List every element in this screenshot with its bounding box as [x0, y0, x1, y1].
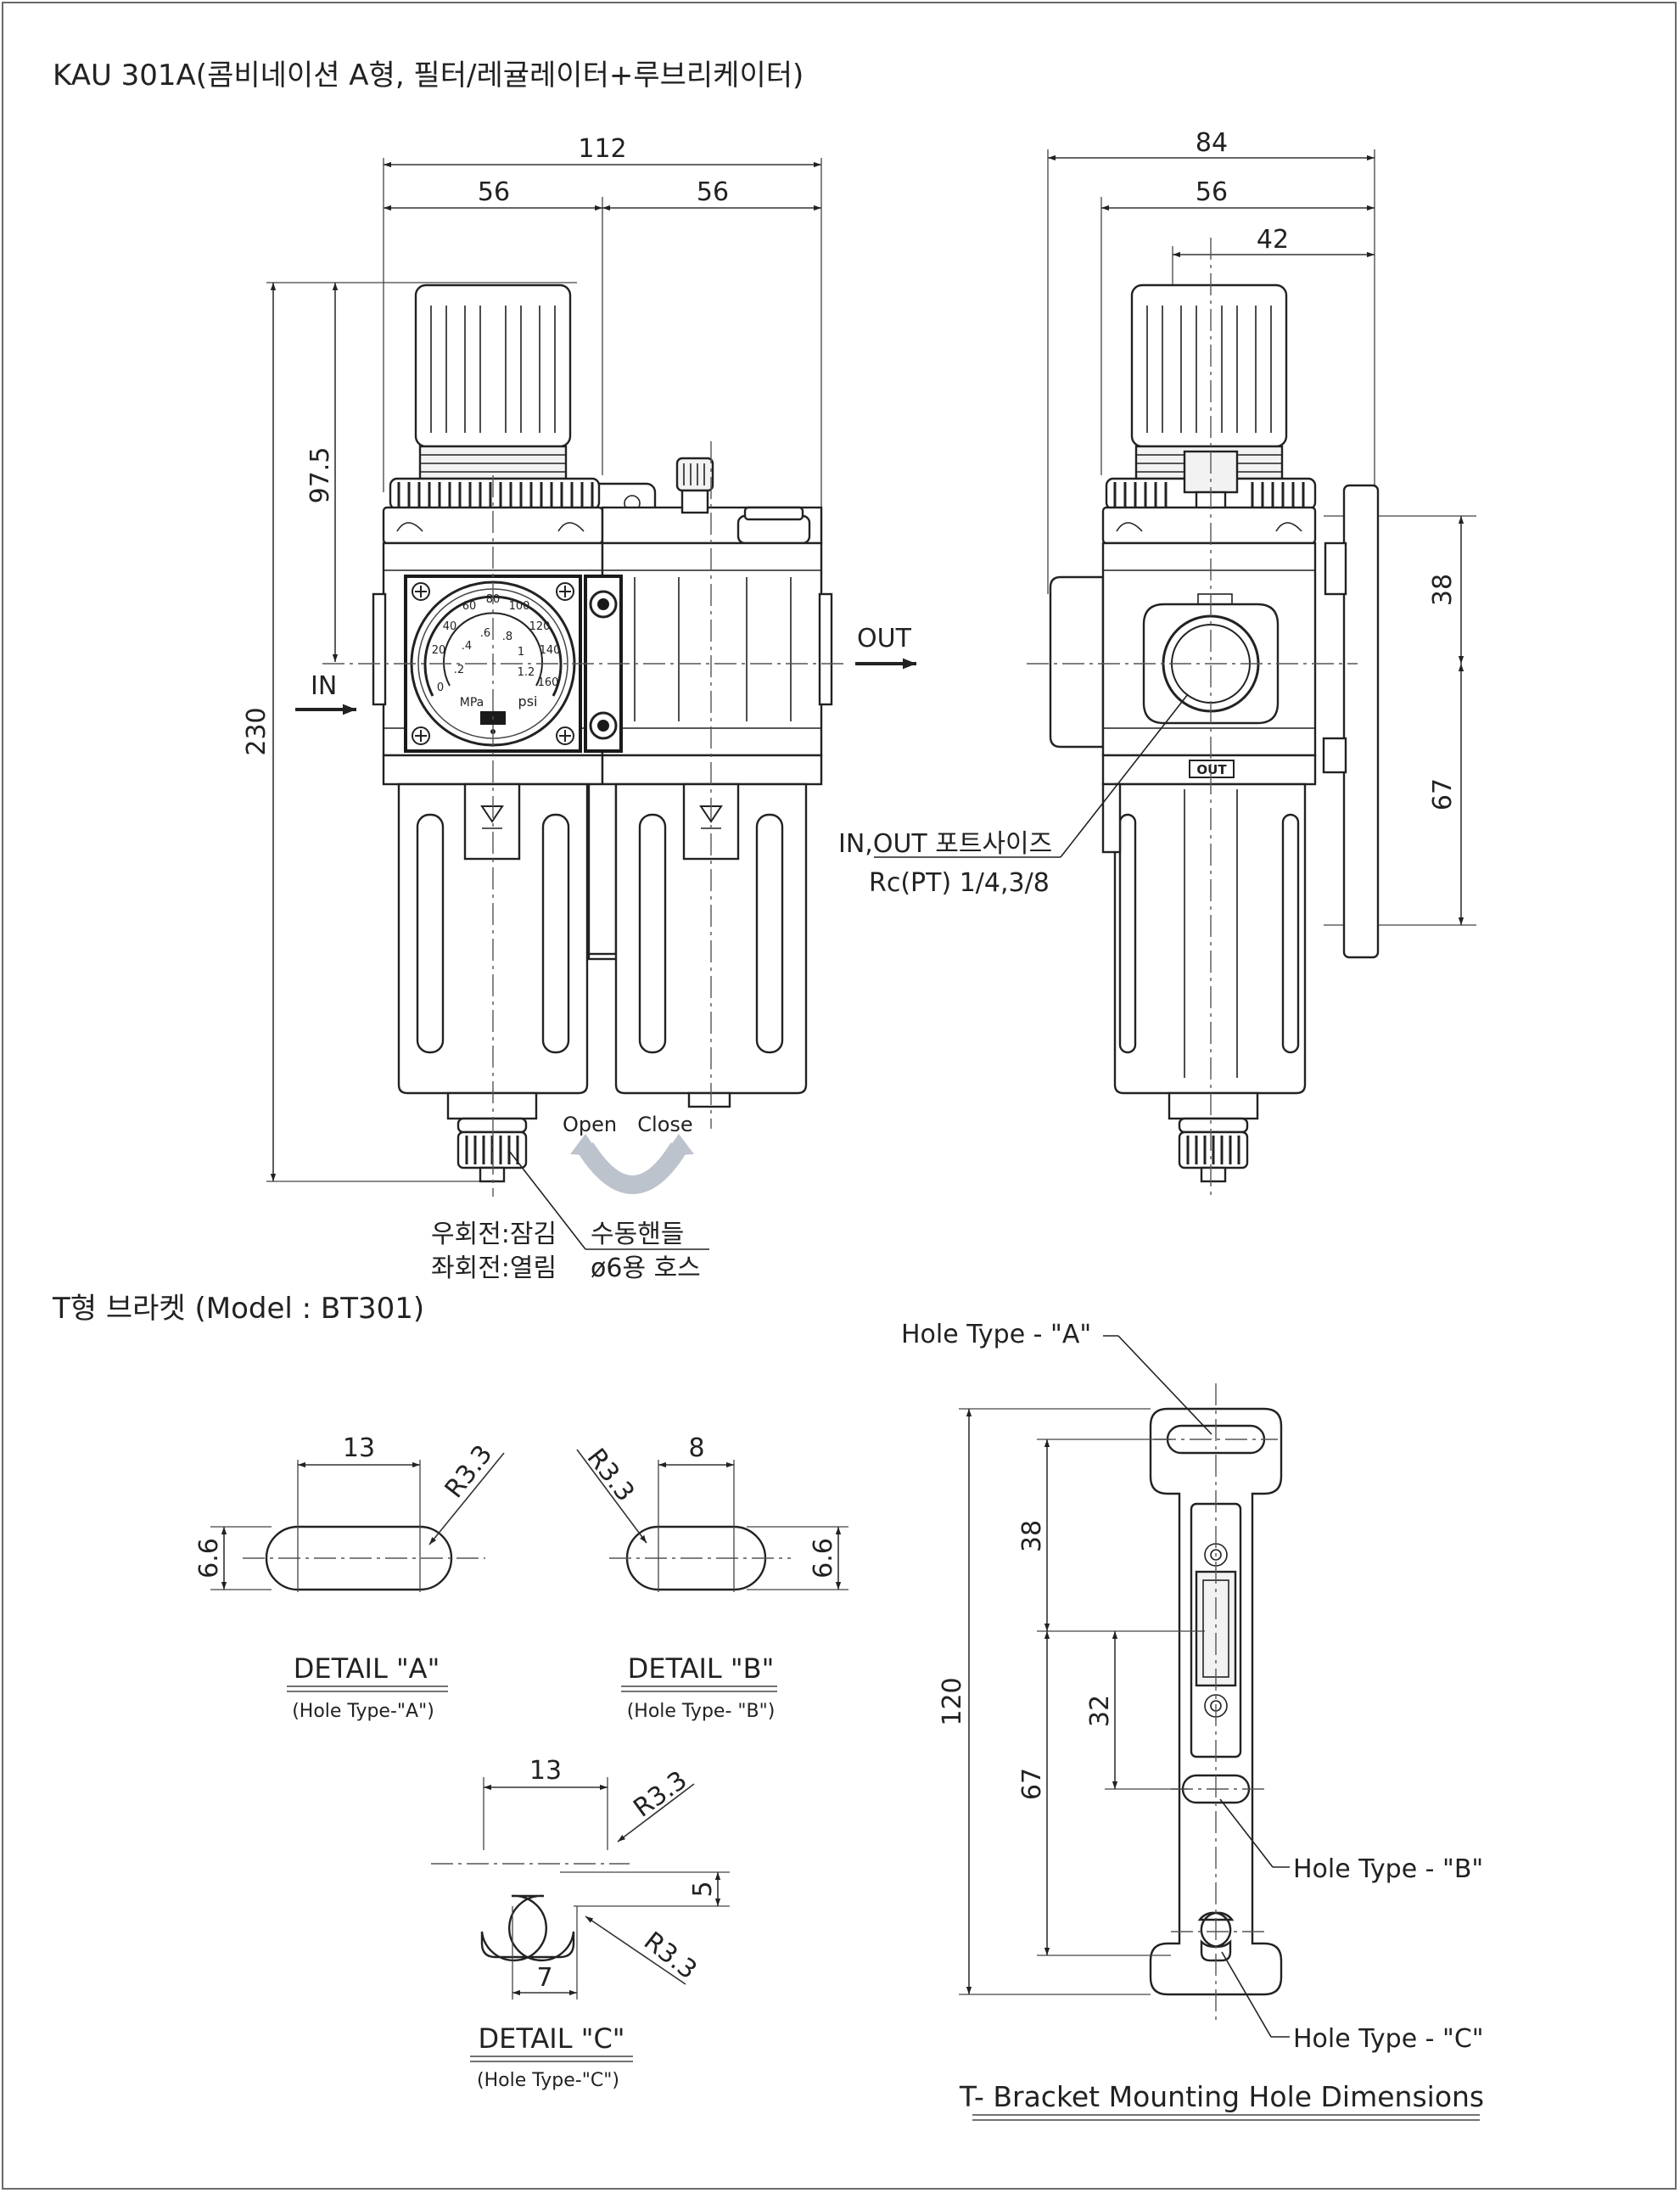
lubricator-body [601, 541, 823, 757]
open-close-arrow [577, 1141, 687, 1194]
drain-manual-handle: 수동핸들 [591, 1220, 684, 1249]
drain-rotation-left: 좌회전:열림 [431, 1254, 557, 1283]
page-title: KAU 301A(콤비네이션 A형, 필터/레귤레이터+루브리케이터) [53, 59, 804, 93]
dim-42: 42 [1257, 225, 1289, 255]
dim-112: 112 [578, 134, 626, 164]
detail-a-caption: (Hole Type-"A") [292, 1701, 434, 1722]
valve-open-label: Open [563, 1113, 617, 1136]
t-bracket-view: 120 38 67 32 Hole Type - "A" Hole Type -… [901, 1320, 1484, 2121]
detail-c-label: DETAIL "C" [478, 2022, 624, 2055]
gauge-mpa-label: MPa [460, 696, 484, 710]
detail-c-dim-13: 13 [529, 1756, 562, 1786]
drain-hose-size: ø6용 호스 [591, 1254, 701, 1283]
detail-c-dim-5: 5 [688, 1881, 718, 1897]
drain-rotation-right: 우회전:잠김 [431, 1220, 557, 1249]
bracket-dim-120: 120 [938, 1677, 967, 1725]
detail-c-radius-bottom: R3.3 [638, 1927, 703, 1986]
slot-hole-c [480, 1894, 575, 1962]
svg-text:1.2: 1.2 [518, 666, 535, 679]
svg-text:20: 20 [432, 644, 446, 657]
valve-close-label: Close [637, 1113, 692, 1136]
bracket-caption: T- Bracket Mounting Hole Dimensions [959, 2080, 1484, 2113]
detail-c-dim-7: 7 [536, 1963, 552, 1993]
detail-b-dim-8: 8 [688, 1433, 704, 1463]
svg-text:.2: .2 [454, 664, 464, 676]
detail-b-label: DETAIL "B" [628, 1652, 775, 1685]
side-knob [1130, 283, 1288, 448]
side-view: 84 56 42 38 67 [838, 128, 1476, 1197]
hole-type-c-label: Hole Type - "C" [1293, 2024, 1484, 2054]
detail-b: 8 6.6 R3.3 DETAIL "B" (Hole Type- "B") [576, 1433, 848, 1722]
svg-text:100: 100 [509, 600, 530, 613]
detail-c-caption: (Hole Type-"C") [477, 2070, 619, 2091]
svg-text:1: 1 [518, 646, 524, 659]
out-mark: OUT [1196, 762, 1227, 777]
side-bowl [1113, 782, 1307, 1095]
dim-56-side: 56 [1196, 177, 1228, 207]
port-in-label: IN [311, 671, 337, 701]
port-out-label: OUT [857, 624, 912, 653]
detail-a-dim-6-6: 6.6 [194, 1538, 224, 1579]
detail-b-dim-6-6: 6.6 [809, 1538, 838, 1579]
svg-text:40: 40 [443, 620, 457, 633]
svg-text:60: 60 [462, 600, 477, 613]
port-size-title: IN,OUT 포트사이즈 [838, 829, 1052, 859]
bracket-dim-67: 67 [1017, 1768, 1047, 1800]
dim-67-side: 67 [1428, 778, 1458, 810]
svg-text:0: 0 [437, 681, 444, 694]
svg-text:.4: .4 [462, 640, 472, 653]
dim-84: 84 [1196, 128, 1228, 158]
svg-text:.8: .8 [502, 631, 512, 643]
svg-text:160: 160 [538, 676, 559, 689]
dim-38-side: 38 [1428, 574, 1458, 606]
svg-text:140: 140 [540, 644, 561, 657]
dim-56-right: 56 [697, 177, 729, 207]
dim-230: 230 [242, 707, 272, 755]
bracket-dim-32: 32 [1085, 1695, 1115, 1727]
dim-56-left: 56 [478, 177, 510, 207]
detail-c-radius-top: R3.3 [628, 1765, 692, 1824]
bracket-section-title: T형 브라켓 (Model : BT301) [52, 1292, 424, 1326]
dim-97-5: 97.5 [305, 447, 335, 504]
hole-type-a-label: Hole Type - "A" [901, 1320, 1091, 1349]
front-view: 112 56 56 97.5 230 [242, 134, 916, 1283]
gauge-psi-label: psi [518, 693, 538, 710]
bracket-side-plate [1342, 484, 1380, 959]
detail-b-caption: (Hole Type- "B") [627, 1701, 776, 1722]
detail-a-label: DETAIL "A" [294, 1652, 440, 1685]
svg-text:120: 120 [529, 620, 551, 633]
svg-text:.6: .6 [480, 627, 490, 640]
detail-a-dim-13: 13 [343, 1433, 375, 1463]
regulator-knob [414, 283, 572, 448]
detail-b-radius: R3.3 [581, 1443, 641, 1507]
bracket-dim-38: 38 [1017, 1520, 1047, 1552]
detail-c: 13 R3.3 5 R3.3 7 DETAIL "C" (Hole Type-"… [431, 1756, 730, 2091]
port-size-value: Rc(PT) 1/4,3/8 [869, 868, 1050, 898]
detail-a: 13 6.6 R3.3 DETAIL "A" (Hole Type-"A") [194, 1433, 505, 1722]
hole-type-b-label: Hole Type - "B" [1293, 1854, 1483, 1884]
